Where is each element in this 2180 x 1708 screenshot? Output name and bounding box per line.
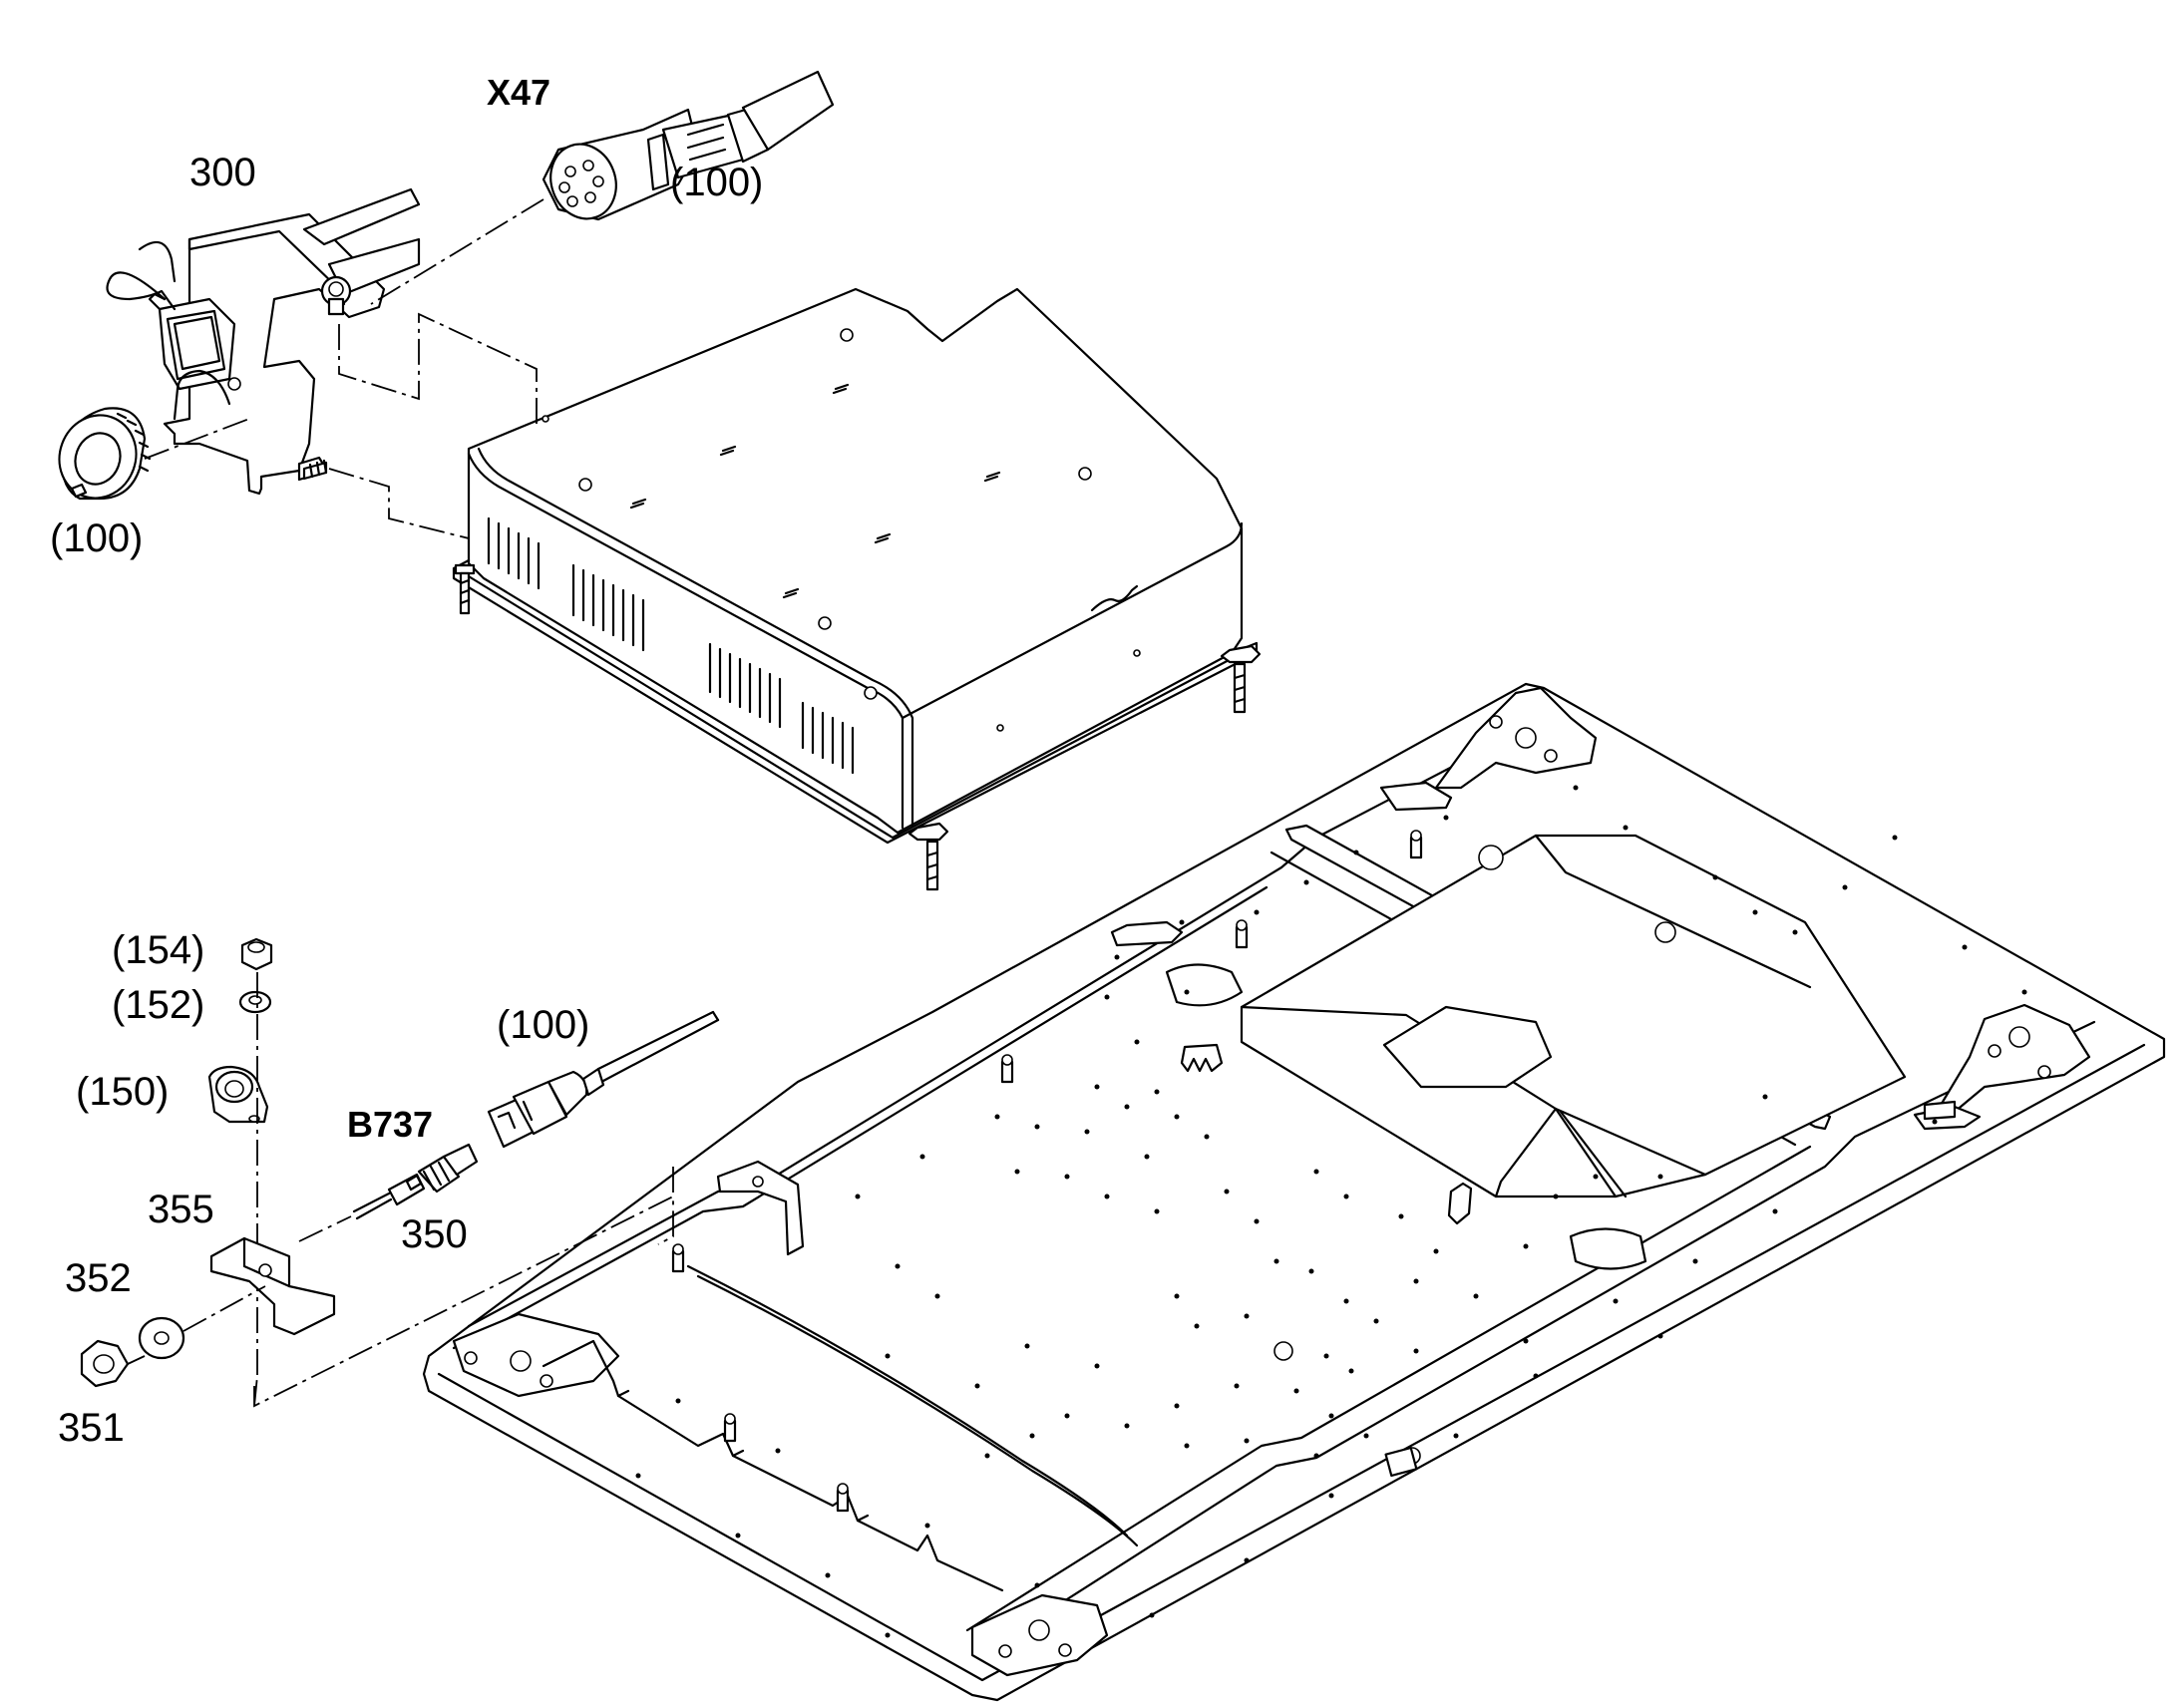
callout-100-cable: (100) [497, 1003, 590, 1047]
cable-plug-icon [487, 1010, 720, 1149]
connector-x47-icon [542, 70, 835, 221]
callout-352: 352 [65, 1256, 132, 1300]
callout-100-ring: (100) [50, 516, 144, 560]
base-plate-tab [1384, 1446, 1418, 1478]
callout-154: (154) [112, 928, 205, 972]
callout-350: 350 [401, 1212, 468, 1256]
callout-355: 355 [148, 1188, 214, 1231]
callout-150: (150) [76, 1070, 170, 1114]
callout-300: 300 [189, 151, 256, 194]
assembly-line-ring [144, 418, 250, 460]
callout-b737: B737 [347, 1104, 434, 1145]
callout-152: (152) [112, 983, 205, 1027]
base-plate-icon [422, 682, 2166, 1702]
control-box-housing-icon [452, 287, 1262, 891]
bracket-300-icon [106, 187, 421, 496]
cable-clamp-icon [207, 1065, 269, 1124]
callout-x47: X47 [487, 72, 551, 113]
assembly-line-mount [253, 1167, 674, 1408]
hex-nut-icon [80, 1339, 130, 1388]
callout-351: 351 [58, 1406, 125, 1450]
hex-nut-icon [240, 937, 273, 971]
locking-ring-icon [58, 407, 152, 501]
assembly-line-connector [370, 198, 545, 305]
callout-100-connector: (100) [670, 161, 764, 204]
temperature-sensor-icon [352, 1143, 479, 1220]
washer-icon [138, 1316, 185, 1360]
assembly-line-sensor [298, 1215, 352, 1242]
angle-bracket-icon [209, 1236, 336, 1336]
assembly-line-bolt [328, 468, 470, 553]
assembly-line-bracket [338, 312, 538, 424]
assembly-line-bracket-355 [127, 1285, 266, 1365]
washer-icon [238, 990, 272, 1014]
